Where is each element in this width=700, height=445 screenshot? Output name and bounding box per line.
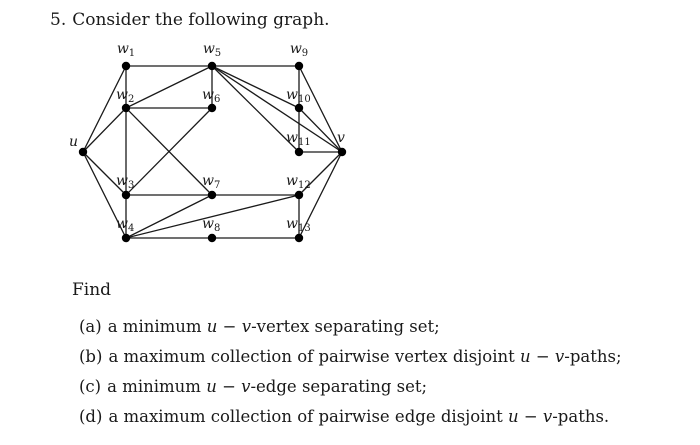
vertex-label-w7: w7 [202, 173, 220, 191]
question-text: -edge separating set; [250, 377, 428, 396]
question-marker: (c) [79, 377, 102, 396]
edge-w12-v [298, 151, 343, 196]
problem-heading: 5.Consider the following graph. [50, 9, 330, 31]
math-expression: u − v [206, 317, 252, 336]
vertex-label-w9: w9 [290, 41, 308, 59]
question-text: a maximum collection of pairwise edge di… [108, 407, 508, 426]
vertex-w6 [207, 103, 217, 113]
vertex-label-w12: w12 [286, 173, 311, 191]
edge-w10-v [298, 107, 343, 153]
problem-statement: Consider the following graph. [72, 10, 330, 30]
vertex-w3 [121, 190, 131, 200]
vertex-w12 [294, 190, 304, 200]
math-expression: u − v [206, 377, 251, 396]
vertex-label-w6: w6 [202, 87, 220, 105]
edge-u-w1 [82, 65, 127, 153]
edge-w5-w11 [211, 65, 300, 153]
edge-w9-v [298, 65, 343, 153]
edge-w2-w5 [125, 65, 213, 109]
question-text: a minimum [107, 317, 207, 336]
question-text: -paths; [564, 347, 622, 366]
math-expression: u − v [519, 347, 565, 366]
vertex-label-w1: w1 [117, 41, 135, 59]
edge-u-w2 [82, 107, 127, 153]
edge-u-w4 [82, 151, 127, 239]
vertex-label-v: v [337, 130, 345, 146]
vertex-label-w5: w5 [203, 41, 221, 59]
vertex-label-w8: w8 [202, 216, 220, 234]
question-text: -vertex separating set; [251, 317, 440, 336]
edge-w13-v [298, 151, 343, 239]
vertex-w5 [207, 61, 217, 71]
question-marker: (b) [79, 347, 103, 366]
question-text: a minimum [107, 377, 207, 396]
question-item: (b) a maximum collection of pairwise vert… [79, 346, 622, 376]
edge-w5-w10 [211, 65, 300, 109]
edge-u-w3 [82, 151, 127, 196]
question-marker: (a) [79, 317, 102, 336]
vertex-w11 [294, 147, 304, 157]
vertex-label-w4: w4 [116, 216, 134, 234]
vertex-w8 [207, 233, 217, 243]
vertex-w1 [121, 61, 131, 71]
edge-w4-w7 [125, 194, 213, 239]
vertex-u [78, 147, 88, 157]
vertex-w2 [121, 103, 131, 113]
vertex-w9 [294, 61, 304, 71]
math-expression: u − v [507, 407, 553, 426]
vertex-w7 [207, 190, 217, 200]
question-item: (d) a maximum collection of pairwise edge… [79, 406, 622, 436]
vertex-v [337, 147, 347, 157]
vertex-label-w2: w2 [116, 87, 134, 105]
graph-edges [82, 65, 343, 239]
find-label: Find [72, 280, 112, 300]
question-text: -paths. [552, 407, 610, 426]
question-marker: (d) [79, 407, 103, 426]
vertex-w13 [294, 233, 304, 243]
vertex-w4 [121, 233, 131, 243]
vertex-label-u: u [69, 134, 78, 150]
vertex-w10 [294, 103, 304, 113]
graph-vertices [78, 61, 347, 243]
problem-number: 5. [50, 10, 67, 30]
question-list: (a)a minimum u − v-vertex separating set… [79, 316, 622, 436]
question-text: a maximum collection of pairwise vertex … [108, 347, 520, 366]
edge-w5-v [211, 65, 343, 153]
edge-w3-w6 [125, 107, 213, 196]
vertex-label-w3: w3 [116, 173, 134, 191]
edge-w4-w12 [125, 194, 300, 239]
question-item: (c) a minimum u − v-edge separating set; [79, 376, 622, 406]
question-item: (a) a minimum u − v-vertex separating set… [79, 316, 622, 346]
